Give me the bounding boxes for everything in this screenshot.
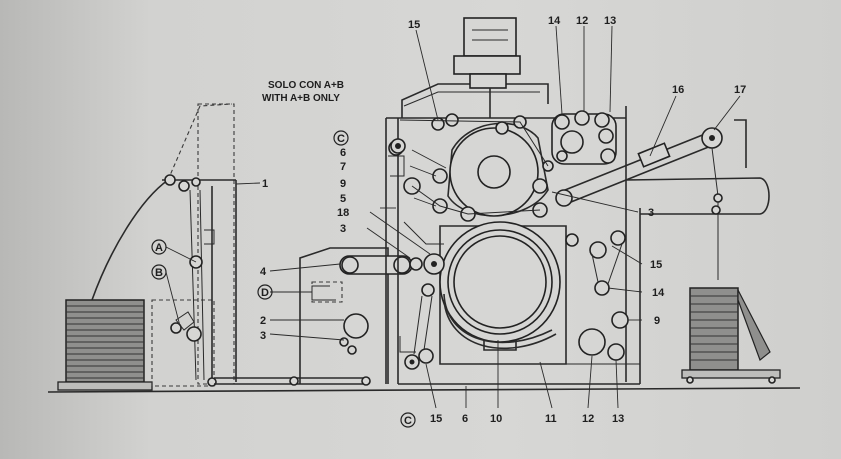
label-5: 5 — [340, 193, 346, 205]
marker-d: D — [261, 287, 269, 299]
lower-right-rolls — [565, 230, 640, 365]
note-line-2: WITH A+B ONLY — [262, 93, 340, 104]
floor-conveyor — [214, 376, 371, 386]
label-12-bottom: 12 — [582, 413, 594, 425]
fabric-path-dashed — [167, 103, 233, 181]
label-15-right: 15 — [650, 259, 662, 271]
side-module — [299, 247, 413, 384]
label-6-bottom: 6 — [462, 413, 468, 425]
marker-a: A — [155, 242, 163, 254]
label-7: 7 — [340, 161, 346, 173]
label-9-left: 9 — [340, 178, 346, 190]
label-15-bottom: 15 — [430, 413, 442, 425]
label-16: 16 — [672, 84, 684, 96]
fabric-path-left — [91, 179, 169, 301]
right-fabric-stack — [681, 147, 781, 384]
label-13-bottom: 13 — [612, 413, 624, 425]
upper-drum — [447, 122, 549, 217]
label-9-right: 9 — [654, 315, 660, 327]
label-4: 4 — [260, 266, 267, 278]
note-line-1: SOLO CON A+B — [268, 80, 344, 91]
label-11: 11 — [545, 413, 557, 425]
marker-c-top: C — [337, 133, 345, 145]
label-15-top: 15 — [408, 19, 420, 31]
top-motor — [453, 17, 521, 118]
exit-conveyor — [555, 119, 770, 215]
label-18: 18 — [337, 207, 349, 219]
label-12-top: 12 — [576, 15, 588, 27]
label-6-top: 6 — [340, 147, 346, 159]
label-3-right: 3 — [648, 207, 654, 219]
part-numbers: 1 4 2 3 6 7 9 5 18 3 15 14 12 13 16 17 3… — [260, 15, 746, 425]
lower-drum — [439, 221, 567, 365]
floor-line — [47, 387, 801, 393]
label-14-top: 14 — [548, 15, 561, 27]
upper-right-belt — [551, 110, 617, 165]
label-1: 1 — [262, 178, 268, 190]
entry-mechanism — [175, 229, 215, 331]
leader-lines — [165, 25, 741, 409]
marker-b: B — [155, 267, 163, 279]
label-10: 10 — [490, 413, 502, 425]
left-fabric-stack — [57, 299, 153, 391]
label-17: 17 — [734, 84, 746, 96]
lower-left-rolls — [403, 221, 445, 364]
label-2: 2 — [260, 315, 266, 327]
label-13-top: 13 — [604, 15, 616, 27]
marker-c-bottom: C — [404, 415, 412, 427]
entry-frame — [151, 103, 237, 387]
label-14-right: 14 — [652, 287, 665, 299]
upper-rolls — [388, 113, 554, 222]
letter-markers: A B D C C — [151, 130, 416, 428]
main-frame — [385, 83, 641, 385]
label-3-mid: 3 — [340, 223, 346, 235]
frame-mechanisms — [388, 138, 420, 370]
label-3-left: 3 — [260, 330, 266, 342]
